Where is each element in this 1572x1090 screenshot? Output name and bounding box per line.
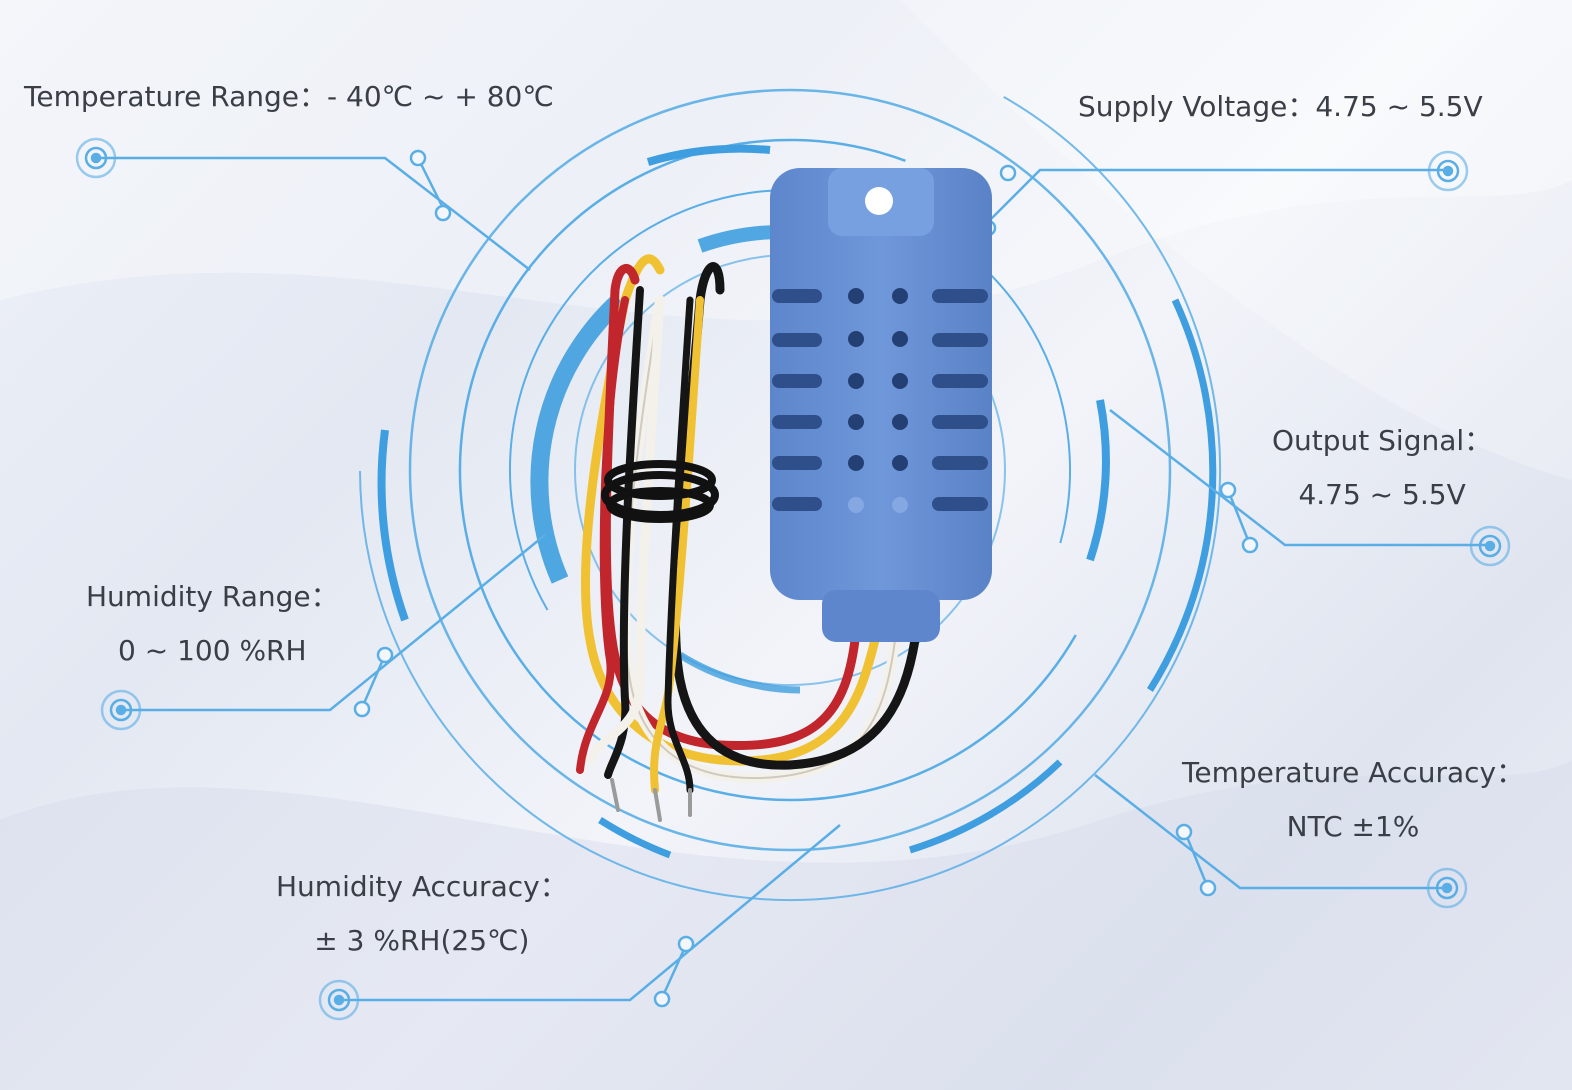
circuit-node-icon (1427, 150, 1469, 192)
spec-humidity-accuracy: Humidity Accuracy： ± 3 %RH(25℃) (276, 860, 568, 968)
spec-value: - 40℃ ~ + 80℃ (327, 80, 554, 113)
sensor-module (770, 168, 992, 642)
spec-value: 0 ~ 100 %RH (118, 634, 307, 667)
spec-label: Supply Voltage： (1078, 90, 1316, 123)
vent-slots (772, 289, 988, 511)
circuit-node-icon (1469, 525, 1511, 567)
spec-label: Temperature Accuracy： (1182, 756, 1525, 789)
concentric-rings (358, 38, 1221, 901)
spec-temperature-accuracy: Temperature Accuracy： NTC ±1% (1182, 746, 1524, 854)
spec-temperature-range: Temperature Range：- 40℃ ~ + 80℃ (24, 70, 554, 124)
spec-value: ± 3 %RH(25℃) (314, 924, 530, 957)
spec-output-signal: Output Signal： 4.75 ~ 5.5V (1272, 414, 1492, 522)
cable-wrap (601, 460, 719, 523)
spec-label: Output Signal： (1272, 424, 1493, 457)
sensor-wires (576, 254, 920, 822)
accent-arcs (377, 144, 1217, 859)
spec-label: Humidity Accuracy： (276, 870, 568, 903)
vent-holes (848, 288, 908, 513)
circuit-node-icon (75, 137, 117, 179)
spec-supply-voltage: Supply Voltage：4.75 ~ 5.5V (1078, 80, 1483, 134)
spec-value: 4.75 ~ 5.5V (1315, 90, 1483, 123)
circuit-node-icon (1426, 867, 1468, 909)
spec-value: NTC ±1% (1286, 810, 1420, 843)
spec-value: 4.75 ~ 5.5V (1298, 478, 1466, 511)
spec-label: Humidity Range： (86, 580, 339, 613)
circuit-node-icon (100, 689, 142, 731)
spec-label: Temperature Range： (24, 80, 328, 113)
circuit-node-icon (318, 979, 360, 1021)
spec-humidity-range: Humidity Range： 0 ~ 100 %RH (86, 570, 339, 678)
